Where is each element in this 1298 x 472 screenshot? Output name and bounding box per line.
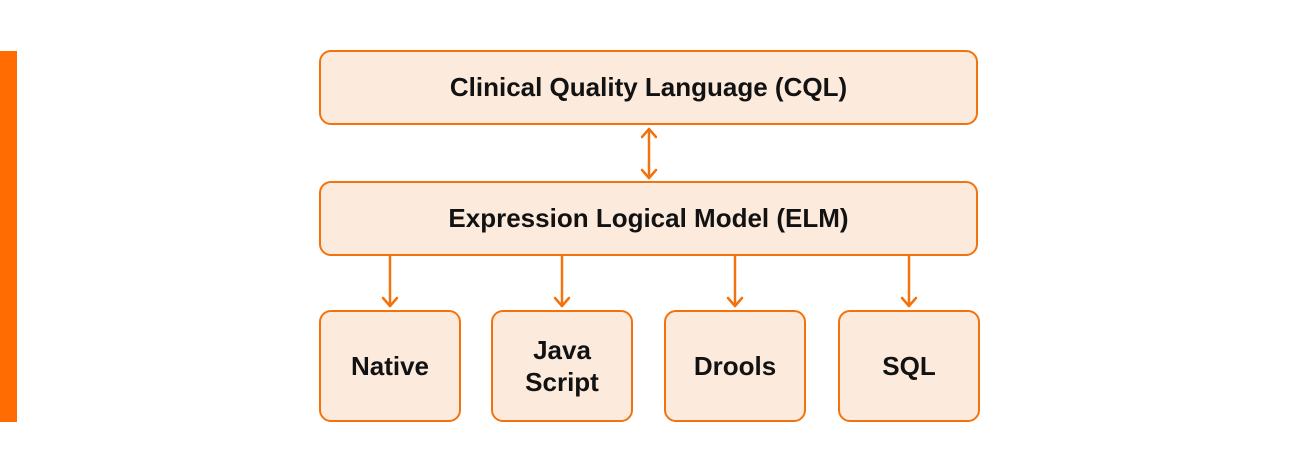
node-drools-label: Drools bbox=[693, 350, 777, 381]
node-elm-label: Expression Logical Model (ELM) bbox=[448, 203, 849, 234]
node-sql-label: SQL bbox=[882, 350, 936, 381]
left-accent-bar bbox=[0, 51, 17, 422]
down-arrow-drools bbox=[726, 254, 744, 308]
node-sql: SQL bbox=[838, 310, 980, 422]
down-arrow-sql bbox=[900, 254, 918, 308]
node-cql-label: Clinical Quality Language (CQL) bbox=[449, 72, 848, 103]
node-drools: Drools bbox=[664, 310, 806, 422]
arrowhead-down-icon bbox=[726, 296, 744, 308]
node-cql: Clinical Quality Language (CQL) bbox=[319, 50, 978, 125]
arrowhead-up-icon bbox=[640, 127, 658, 139]
node-elm: Expression Logical Model (ELM) bbox=[319, 181, 978, 256]
arrowhead-down-icon bbox=[900, 296, 918, 308]
node-native: Native bbox=[319, 310, 461, 422]
down-arrow-javascript bbox=[553, 254, 571, 308]
arrowhead-down-icon bbox=[640, 168, 658, 180]
arrowhead-down-icon bbox=[381, 296, 399, 308]
node-javascript-label: Java Script bbox=[525, 334, 599, 398]
node-javascript: Java Script bbox=[491, 310, 633, 422]
arrowhead-down-icon bbox=[553, 296, 571, 308]
node-native-label: Native bbox=[350, 350, 430, 381]
bidirectional-arrow bbox=[640, 127, 658, 180]
down-arrow-native bbox=[381, 254, 399, 308]
